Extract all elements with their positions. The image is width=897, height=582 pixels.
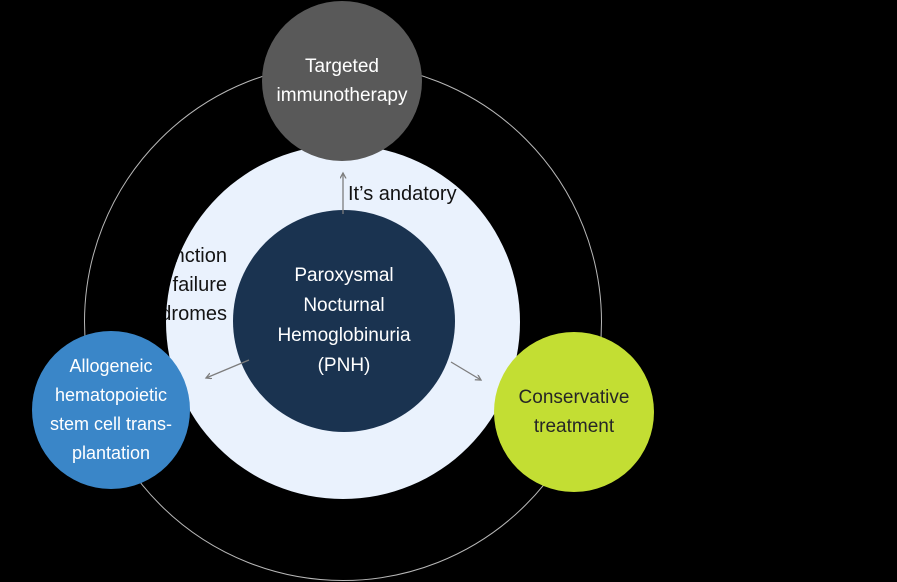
mandatory-annotation: It’s andatory [348,183,457,205]
node-targeted-immunotherapy-label: Targeted immunotherapy [276,56,408,106]
node-targeted-immunotherapy: Targeted immunotherapy [262,1,422,161]
node-conservative-treatment: Conservative treatment [494,332,654,492]
center-node-pnh: Paroxysmal Nocturnal Hemoglobinuria (PNH… [233,210,455,432]
clipped-left-text: nction failure dromes [166,245,227,325]
center-node-label: Paroxysmal Nocturnal Hemoglobinuria (PNH… [277,265,411,376]
node-allogeneic-hsct: Allogeneic hematopoietic stem cell trans… [32,331,190,489]
node-conservative-treatment-label: Conservative treatment [518,387,630,437]
node-allogeneic-hsct-label: Allogeneic hematopoietic stem cell trans… [49,356,173,463]
